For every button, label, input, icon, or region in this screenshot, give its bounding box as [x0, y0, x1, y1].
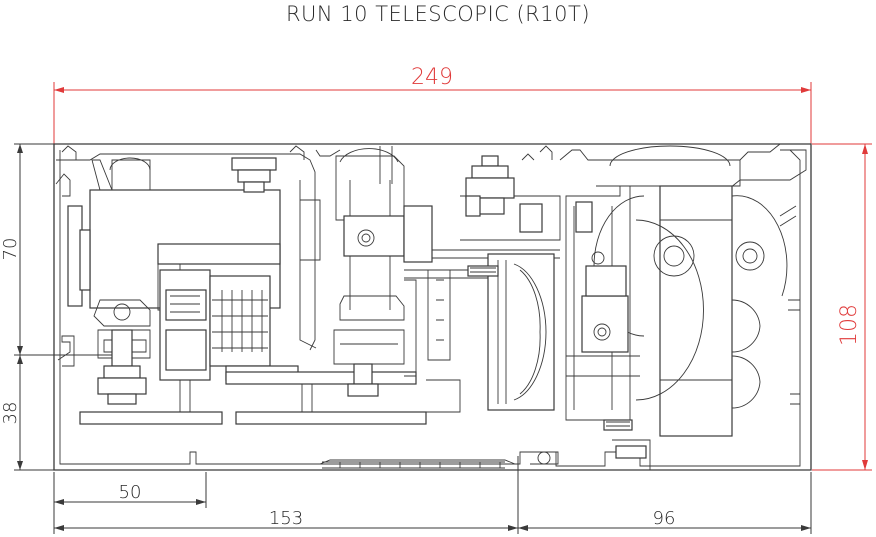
dimension-label-70: 70 — [0, 238, 21, 261]
belt-pulley — [467, 253, 555, 411]
top-left-caps — [231, 157, 277, 193]
dimension-upper-height: 70 — [0, 143, 132, 356]
dimension-lower-height: 38 — [0, 355, 56, 471]
dimension-overall-height: 108 — [812, 143, 872, 471]
dimension-label-249: 249 — [411, 65, 453, 90]
dimension-label-50: 50 — [119, 482, 142, 503]
center-top-bolts — [465, 155, 515, 217]
drawing-title: RUN 10 TELESCOPIC (R10T) — [286, 2, 590, 26]
upper-rails — [56, 145, 553, 351]
dimension-label-38: 38 — [0, 402, 21, 425]
dimension-153: 153 — [54, 456, 519, 534]
dimension-label-153: 153 — [269, 508, 303, 529]
dimension-50: 50 — [53, 472, 207, 534]
middle-frame — [379, 146, 561, 413]
dimension-96: 96 — [518, 472, 812, 534]
right-foot — [530, 439, 651, 471]
left-gearbox — [159, 269, 299, 381]
dimension-label-108: 108 — [837, 304, 862, 346]
dimension-overall-width: 249 — [53, 65, 812, 145]
telescopic-rail — [322, 461, 505, 469]
central-carriage — [333, 148, 433, 397]
right-bracket — [519, 185, 640, 431]
left-bolt-stack — [97, 329, 147, 405]
dimension-label-96: 96 — [653, 508, 676, 529]
